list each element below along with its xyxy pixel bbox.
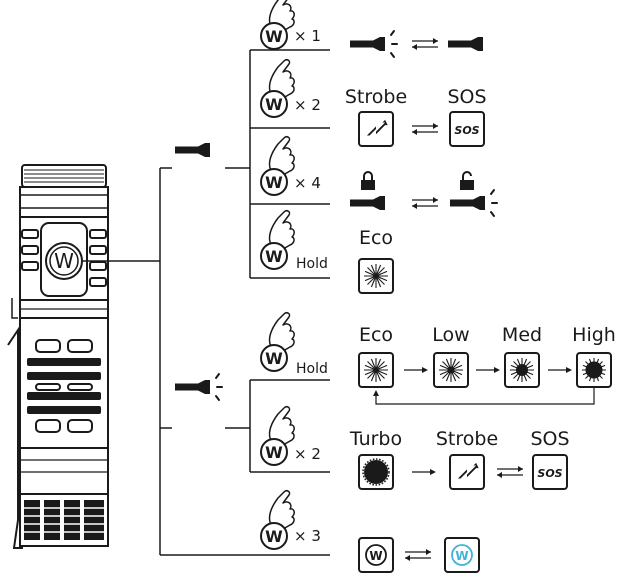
branch-lines xyxy=(110,49,330,556)
sos-mode-box xyxy=(532,454,568,490)
mode-label-turbo: Turbo xyxy=(349,428,402,450)
next-arrow-icon xyxy=(547,366,573,374)
mode-label-sos: SOS xyxy=(447,86,486,108)
click-count: × 2 xyxy=(294,445,321,463)
swap-arrows-icon xyxy=(496,465,524,479)
swap-arrows-icon xyxy=(411,37,439,51)
w-button-icon xyxy=(260,90,288,118)
click-count: × 1 xyxy=(294,27,321,45)
off-row-single-click: × 1 xyxy=(260,0,483,58)
indicator-on-icon: W xyxy=(451,544,473,566)
sos-badge: SOS xyxy=(454,124,479,137)
w-button-icon xyxy=(260,242,288,270)
w-button-icon xyxy=(260,438,288,466)
flashlight-illustration: W xyxy=(7,164,110,549)
loop-back-line xyxy=(375,388,595,405)
on-row-triple-click: × 3 W W xyxy=(260,490,480,573)
mode-label-eco: Eco xyxy=(359,324,393,346)
med-light-icon xyxy=(509,357,535,383)
button-letter: W xyxy=(54,249,74,273)
flashlight-locked-icon xyxy=(350,196,385,210)
off-row-hold: Hold Eco xyxy=(260,210,394,294)
on-state-flashlight-icon xyxy=(175,373,223,401)
w-button-icon xyxy=(260,22,288,50)
next-arrow-icon xyxy=(475,366,501,374)
next-arrow-icon xyxy=(403,366,429,374)
next-arrow-icon xyxy=(411,468,437,476)
sos-mode-box xyxy=(449,111,485,147)
mode-label-med: Med xyxy=(502,324,542,346)
click-count: Hold xyxy=(296,361,328,377)
on-row-double-click: × 2 Turbo Strobe SOS SOS xyxy=(260,406,570,490)
indicator-off-icon: W xyxy=(365,544,387,566)
mode-label-strobe: Strobe xyxy=(345,86,407,108)
click-count: Hold xyxy=(296,256,328,272)
swap-arrows-icon xyxy=(404,548,432,562)
loop-back-arrowhead xyxy=(373,390,379,396)
mode-label-eco: Eco xyxy=(359,227,393,249)
swap-arrows-icon xyxy=(411,196,439,210)
eco-light-icon xyxy=(363,357,389,383)
mode-label-strobe: Strobe xyxy=(436,428,498,450)
mode-label-high: High xyxy=(572,324,616,346)
flashlight-off-icon xyxy=(448,37,483,51)
w-button-icon xyxy=(260,344,288,372)
mode-label-low: Low xyxy=(432,324,469,346)
svg-text:W: W xyxy=(455,549,468,563)
turbo-light-icon xyxy=(362,458,390,486)
click-count: × 3 xyxy=(294,527,321,545)
flashlight-on-icon xyxy=(350,30,398,58)
off-row-double-click: × 2 Strobe SOS SOS xyxy=(260,59,487,147)
on-row-hold: Hold Eco Low Med High xyxy=(260,312,616,405)
w-button-icon xyxy=(260,522,288,550)
click-count: × 4 xyxy=(294,174,321,192)
lock-open-icon xyxy=(460,171,474,190)
eco-light-icon xyxy=(363,263,389,289)
sos-badge: SOS xyxy=(537,467,562,480)
w-button-icon xyxy=(260,168,288,196)
low-light-icon xyxy=(438,357,464,383)
click-count: × 2 xyxy=(294,96,321,114)
off-row-quad-click: × 4 xyxy=(260,136,498,217)
flashlight-unlocked-icon xyxy=(450,189,498,217)
swap-arrows-icon xyxy=(411,122,439,136)
lock-closed-icon xyxy=(361,171,375,190)
mode-label-sos: SOS xyxy=(530,428,569,450)
high-light-icon xyxy=(581,357,607,383)
off-state-flashlight-icon xyxy=(175,143,210,157)
svg-text:W: W xyxy=(369,549,382,563)
